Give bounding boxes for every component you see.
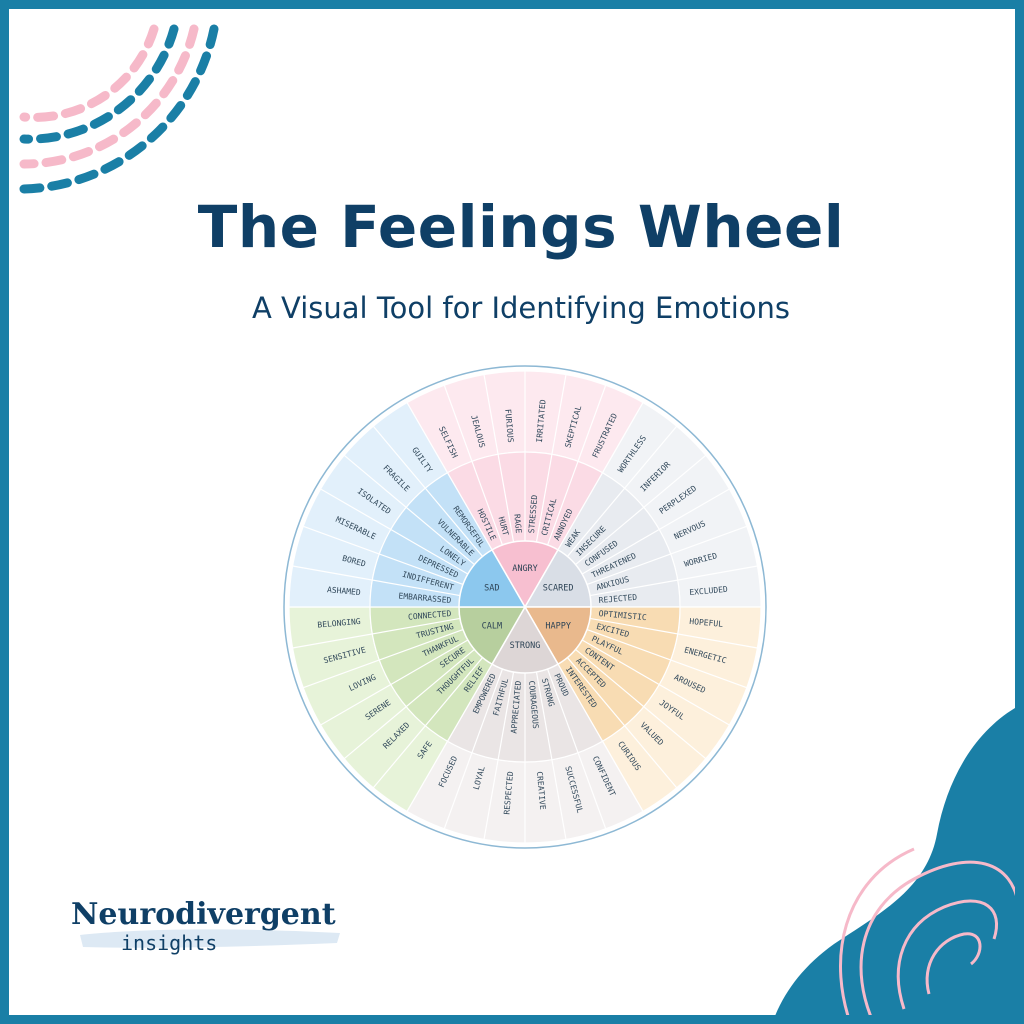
wheel-segment-happy — [523, 606, 762, 813]
wheel-segment-angry — [406, 370, 644, 609]
ring-divider — [547, 385, 607, 546]
contour-lines-decoration — [839, 847, 1015, 1015]
ring-divider — [547, 668, 607, 829]
core-sector — [490, 540, 560, 609]
ring-divider — [581, 488, 730, 575]
ring-divider — [581, 639, 730, 726]
outer-emotion-label: CREATIVE — [535, 771, 547, 810]
wheel-segment-scared — [523, 401, 762, 608]
ring-divider — [535, 374, 567, 543]
outer-emotion-label: IRRITATED — [535, 399, 548, 443]
core-emotion-label: STRONG — [510, 641, 541, 651]
wheel-segment-sad — [288, 401, 527, 608]
outer-emotion-label: BELONGING — [317, 617, 361, 630]
ring-divider — [303, 525, 464, 585]
ring-divider — [586, 525, 747, 585]
middle-emotion-label: OPTIMISTIC — [598, 609, 647, 622]
brand-name: Neurodivergent — [71, 897, 336, 932]
ring-divider — [292, 617, 461, 649]
brand-tagline: insights — [121, 931, 218, 955]
core-sector — [523, 548, 592, 608]
ring-divider — [566, 657, 678, 789]
middle-emotion-label: CONNECTED — [408, 609, 452, 622]
wheel-segment-calm — [288, 606, 527, 813]
ring-divider — [483, 671, 515, 840]
core-sector — [458, 548, 527, 608]
ring-divider — [372, 425, 484, 557]
ring-divider — [292, 565, 461, 597]
middle-emotion-label: STRESSED — [527, 494, 539, 533]
ring-divider — [372, 657, 484, 789]
ring-divider — [575, 648, 707, 760]
core-emotion-label: HAPPY — [545, 622, 571, 632]
ring-divider — [535, 671, 567, 840]
ring-divider — [589, 565, 758, 597]
outer-emotion-label: HOPEFUL — [689, 617, 724, 629]
outer-emotion-label: EXCLUDED — [689, 585, 728, 597]
page-subtitle: A Visual Tool for Identifying Emotions — [251, 291, 790, 325]
ring-divider — [586, 629, 747, 689]
wheel-segment-strong — [406, 605, 644, 844]
core-sector — [523, 606, 592, 666]
middle-emotion-label: COURAGEOUS — [527, 680, 540, 729]
ring-divider — [343, 648, 475, 760]
decorative-shapes — [19, 24, 1015, 1015]
blob-decoration — [775, 708, 1015, 1015]
ring-divider — [443, 668, 503, 829]
core-emotion-label: SAD — [484, 583, 499, 593]
ring-divider — [575, 454, 707, 566]
outer-emotion-label: RESPECTED — [502, 771, 515, 815]
ring-divider — [320, 488, 469, 575]
middle-emotion-label: REJECTED — [598, 593, 637, 605]
ring-divider — [443, 385, 503, 546]
ring-divider — [303, 629, 464, 689]
ring-divider — [566, 425, 678, 557]
ring-divider — [483, 374, 515, 543]
page-title: The Feelings Wheel — [197, 193, 845, 261]
outer-emotion-label: FURIOUS — [503, 409, 515, 444]
core-sector — [490, 605, 560, 674]
brush-stroke-decoration — [80, 929, 340, 948]
outer-emotion-label: ASHAMED — [327, 585, 362, 597]
ring-divider — [343, 454, 475, 566]
core-emotion-label: ANGRY — [512, 564, 538, 574]
core-emotion-label: CALM — [482, 622, 502, 632]
ring-divider — [589, 617, 758, 649]
ring-divider — [320, 639, 469, 726]
middle-emotion-label: RAGE — [512, 514, 523, 534]
brand-logo: Neurodivergent insights — [71, 897, 351, 967]
core-emotion-label: SCARED — [543, 583, 574, 593]
dashed-arcs-decoration — [19, 24, 219, 194]
core-sector — [458, 606, 527, 666]
